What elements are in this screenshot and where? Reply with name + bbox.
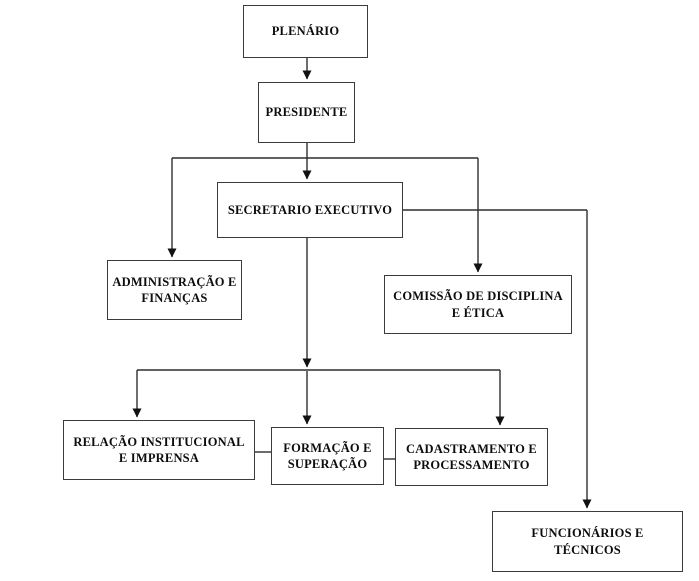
node-secretario-executivo: SECRETARIO EXECUTIVO [217, 182, 403, 238]
node-comissao-disciplina-etica-label: COMISSÃO DE DISCIPLINA E ÉTICA [393, 289, 563, 320]
node-presidente: PRESIDENTE [258, 82, 355, 143]
node-cadastramento-processamento: CADASTRAMENTO E PROCESSAMENTO [395, 428, 548, 486]
node-plenario: PLENÁRIO [243, 5, 368, 58]
node-administracao-financas: ADMINISTRAÇÃO E FINANÇAS [107, 260, 242, 320]
node-funcionarios-tecnicos-label: FUNCIONÁRIOS E TÉCNICOS [531, 526, 644, 557]
node-relacao-institucional-imprensa-label: RELAÇÃO INSTITUCIONAL E IMPRENSA [73, 434, 245, 465]
node-relacao-institucional-imprensa: RELAÇÃO INSTITUCIONAL E IMPRENSA [63, 420, 255, 480]
node-presidente-label: PRESIDENTE [265, 105, 348, 120]
node-plenario-label: PLENÁRIO [271, 24, 340, 39]
node-secretario-executivo-label: SECRETARIO EXECUTIVO [227, 202, 393, 217]
node-administracao-financas-label: ADMINISTRAÇÃO E FINANÇAS [112, 274, 237, 305]
node-formacao-superacao-label: FORMAÇÃO E SUPERAÇÃO [283, 440, 372, 471]
node-comissao-disciplina-etica: COMISSÃO DE DISCIPLINA E ÉTICA [384, 275, 572, 334]
node-formacao-superacao: FORMAÇÃO E SUPERAÇÃO [271, 427, 384, 485]
node-cadastramento-processamento-label: CADASTRAMENTO E PROCESSAMENTO [406, 441, 537, 472]
node-funcionarios-tecnicos: FUNCIONÁRIOS E TÉCNICOS [492, 511, 683, 572]
